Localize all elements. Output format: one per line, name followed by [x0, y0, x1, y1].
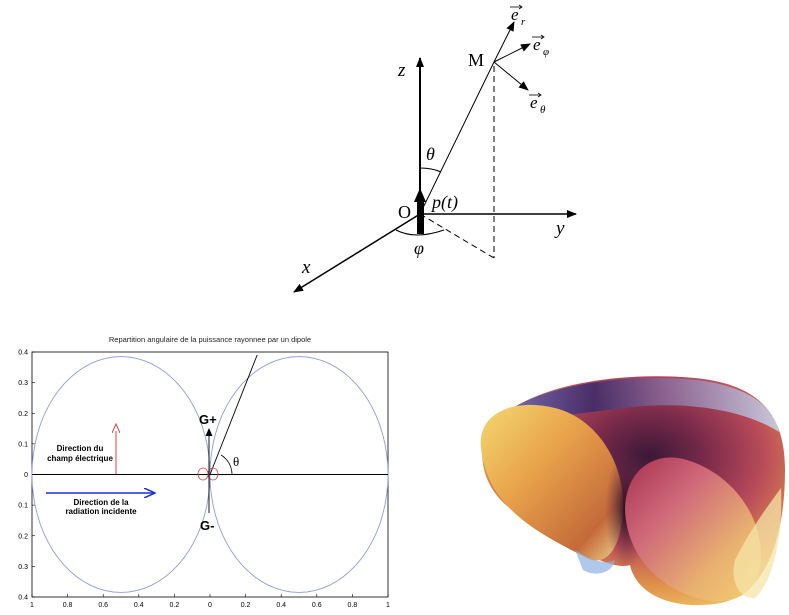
theta-label: θ [233, 454, 239, 469]
dipole-loop-left [197, 467, 209, 481]
torus-right-highlight [733, 488, 782, 599]
e-r-label: e r [510, 4, 526, 28]
point-m-label: M [468, 50, 484, 70]
axis-y-label: y [554, 218, 565, 239]
phi-arc [395, 229, 445, 236]
axis-x-label: x [301, 257, 311, 278]
e-r-vector [493, 21, 515, 63]
x-tick-label: 0.6 [312, 602, 322, 609]
dipole-arrow [414, 188, 426, 202]
x-tick-label: 1 [386, 602, 390, 609]
projection-base [419, 213, 495, 259]
svg-text:θ: θ [540, 104, 546, 116]
svg-text:r: r [521, 16, 526, 28]
x-tick-label: 0.2 [170, 602, 180, 609]
svg-text:φ: φ [543, 46, 549, 58]
x-tick-label: 0.4 [276, 602, 286, 609]
dipole-loop-right [207, 467, 219, 481]
e-theta-label: e θ [529, 92, 546, 116]
field-label-line2: champ électrique [47, 454, 113, 463]
x-tick-label: 0.2 [241, 602, 251, 609]
y-tick-label: 0.4 [18, 595, 28, 602]
y-tick-label: 0.1 [18, 503, 28, 510]
e-phi-vector [493, 43, 531, 63]
spherical-coordinates-diagram: z y x O M θ φ p(t) e r e φ e θ [0, 0, 789, 300]
x-tick-label: 0.8 [348, 602, 358, 609]
torus-top-surface [493, 377, 779, 432]
svg-text:e: e [530, 93, 538, 112]
x-tick-label: 0.4 [134, 602, 144, 609]
y-tick-label: 0 [24, 472, 28, 479]
svg-text:e: e [533, 35, 541, 54]
origin-label: O [398, 202, 411, 222]
radial-line [209, 354, 258, 475]
dipole-moment-label: p(t) [430, 192, 458, 213]
y-tick-label: 0.3 [18, 564, 28, 571]
om-line [419, 61, 495, 215]
y-tick-label: 0.2 [18, 411, 28, 418]
x-tick-label: 0 [208, 602, 212, 609]
y-tick-label: 0.1 [18, 441, 28, 448]
g-plus-label: G+ [199, 412, 217, 427]
phi-label: φ [414, 238, 424, 258]
torus-left-bottom-tint [575, 550, 615, 574]
plot-title: Repartition angulaire de la puissance ra… [109, 335, 311, 344]
radiation-pattern-plot: Repartition angulaire de la puissance ra… [0, 325, 405, 610]
field-label-line1: Direction du [57, 444, 104, 453]
theta-arc [419, 167, 442, 173]
radiation-label-line1: Direction de la [73, 498, 129, 507]
torus-right-lobe [625, 457, 761, 602]
e-phi-label: e φ [532, 34, 549, 58]
svg-text:e: e [511, 5, 519, 24]
x-tick-label: 1 [30, 602, 34, 609]
y-tick-label: 0.3 [18, 380, 28, 387]
theta-arc [220, 454, 233, 475]
x-tick-label: 0.6 [98, 602, 108, 609]
x-tick-label: 0.8 [63, 602, 73, 609]
dipole-bar [417, 198, 424, 234]
g-minus-label: G- [200, 518, 214, 533]
radiation-label-line2: radiation incidente [65, 507, 137, 516]
axis-z-label: z [397, 60, 406, 81]
torus-left-lobe [480, 404, 624, 561]
x-axis [293, 213, 421, 293]
e-theta-vector [493, 61, 529, 91]
y-tick-label: 0.2 [18, 533, 28, 540]
y-tick-label: 0.4 [18, 350, 28, 357]
theta-label: θ [426, 144, 435, 164]
radiation-pattern-3d-render [465, 360, 789, 610]
